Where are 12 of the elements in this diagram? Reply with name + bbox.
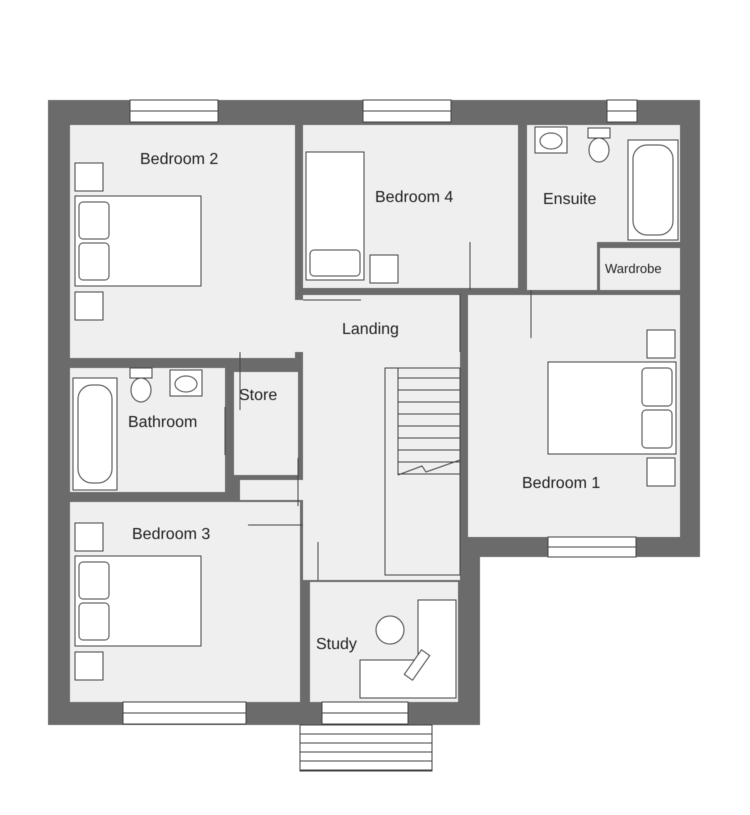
room-label: Bedroom 2 [140,152,218,168]
room-label: Bedroom 1 [522,476,600,492]
room-label: Ensuite [543,192,596,208]
room-label: Bedroom 3 [132,527,210,543]
room-area [234,372,298,475]
room-label: Store [239,388,278,404]
room-label: Bedroom 4 [375,190,454,206]
room-label: Study [316,637,357,653]
room-label: Bathroom [128,415,198,431]
wardrobe-area [600,248,680,290]
room-label: Wardrobe [605,262,662,275]
room-label: Landing [342,322,399,338]
